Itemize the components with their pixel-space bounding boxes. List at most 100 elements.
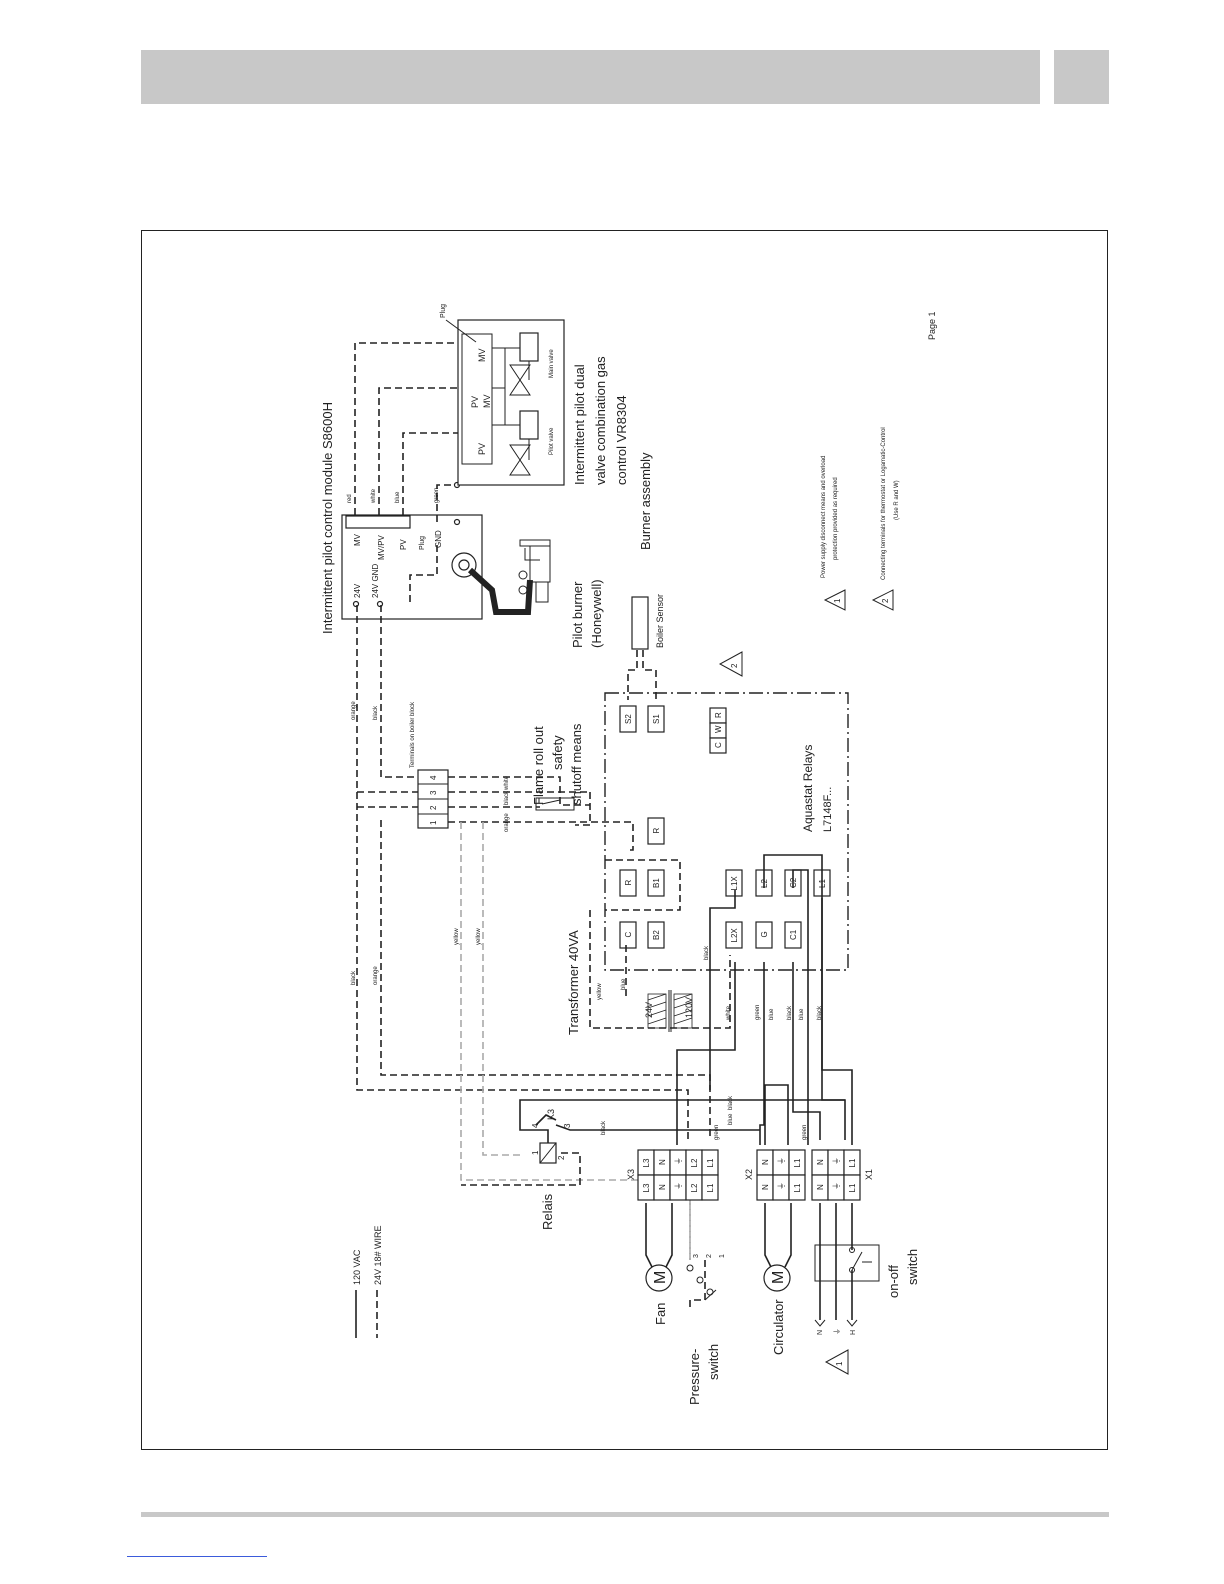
supply-gnd: ⏚ [833,1328,841,1335]
note1-text-1: Power supply disconnect means and overlo… [821,456,827,578]
term-1: 1 [429,820,438,825]
term-2: 2 [429,805,438,810]
fan-motor: M [645,1203,673,1292]
x2-term-2: L1 [793,1158,802,1167]
wire-color-black-3: black [351,970,357,985]
legend: 120 VAC 24V 18# WIRE [352,1225,383,1338]
aquastat-term-s1: S1 [652,714,661,724]
aquastat-term-r: R [652,828,661,834]
circulator-label: Circulator [771,1299,786,1355]
aquastat-model: L7148F... [822,787,834,832]
x2-term-b-1: ⏚ [777,1182,786,1190]
fan-label: Fan [653,1303,668,1325]
wire-color-black-5: black [787,1005,793,1020]
relay-k3-label: K3 [546,1109,556,1120]
aquastat-term-c: C [714,742,723,748]
x2-term-b-2: L1 [793,1183,802,1192]
aquastat-term-r-box [647,817,665,845]
aquastat-term-c-box [619,921,637,949]
onoff-label-1: on-off [886,1265,901,1298]
x3-label: X3 [626,1169,636,1180]
wire-color-green-3: green [802,1125,808,1140]
aquastat-term-l1x-box [725,869,743,897]
gas-valve-title-3: control VR8304 [614,395,629,485]
wire-color-black-2: black [504,790,510,805]
wire-color-orange-3: orange [373,966,379,985]
aquastat-term-s2: S2 [624,714,633,724]
aquastat-term-l1x: L1X [730,876,739,891]
wire-color-yellow-2: yellow [476,928,482,945]
x2-label: X2 [744,1169,754,1180]
note-1: 1 Power supply disconnect means and over… [821,456,846,611]
wire-color-green-1: green [755,1005,761,1020]
wire-color-black-1: black [373,705,379,720]
s8600h-term-24vgnd: 24V GND [371,564,380,598]
plug-label: Plug [440,304,447,318]
flame-rollout-2: safety [550,735,565,770]
aquastat-term-r-box [619,869,637,897]
transformer-120v: 120V [684,997,694,1018]
gas-valve: Plug PV PV MV MV Pilot valve Main valve [440,304,565,486]
x3-term-b-4: L1 [706,1183,715,1192]
aquastat-term-s1-box [647,705,665,733]
wire-color-orange-1: orange [351,701,357,720]
note1-num: 1 [833,598,842,603]
aquastat-term-b1-box [647,869,665,897]
wire-color-red: red [347,494,353,503]
aquastat-term-c1-box [784,921,802,949]
x2-term-b-2-box [788,1174,806,1201]
circulator-motor: M [763,1203,792,1292]
gv-term-mv2: MV [477,349,487,363]
aquastat-term-c-box [709,737,727,754]
aquastat-term-w: W [714,725,723,733]
supply-n: N [817,1330,824,1335]
ps-num-1: 1 [719,1254,726,1258]
wire-color-blue-1: blue [621,978,627,990]
s8600h-term-24v: 24V [353,583,362,598]
gv-term-pv2: PV [470,396,480,408]
fan-motor-symbol: M [652,1271,669,1284]
s8600h-term-pv: PV [399,539,408,550]
transformer [589,910,731,1032]
wire-color-white: white [371,488,377,504]
x3-term-b-0: L3 [642,1183,651,1192]
wire-color-blue-2: blue [769,1008,775,1020]
wire-color-green-2: green [714,1125,720,1140]
footer-link-underline[interactable] [127,1556,267,1557]
note1-text-2: protection provided as required [833,477,839,560]
x3-term-2: ⏚ [674,1157,683,1165]
x1-term-1: ⏚ [832,1157,841,1165]
s8600h-term-gnd: GND [434,530,443,548]
transformer-label: Transformer 40VA [566,930,581,1035]
aquastat-term-l2x-box [725,921,743,949]
pressure-switch-label-1: Pressure- [687,1349,702,1405]
wire-color-white-2: white [504,775,510,791]
x3-term-b-2: ⏚ [674,1182,683,1190]
x1-term-b-2-box [843,1174,861,1201]
boiler-sensor-label: Boiler Sensor [655,594,665,648]
x1-term-b-1: ⏚ [832,1182,841,1190]
diagram-frame [141,230,1108,1450]
relay-num-3: 3 [563,1123,572,1128]
x2-term-1: ⏚ [777,1157,786,1165]
boiler-sensor [631,596,649,650]
s8600h-title: Intermittent pilot control module S8600H [320,402,335,634]
aquastat-term-l2x: L2X [730,928,739,943]
wire-color-black-8: black [728,1095,734,1110]
term-3: 3 [429,790,438,795]
burner-assembly-label: Burner assembly [638,452,653,550]
aquastat-term-g-box [755,921,773,949]
legend-24v: 24V 18# WIRE [373,1225,383,1285]
wire-color-blue: blue [395,491,401,503]
wire-color-yellow-1: yellow [454,928,460,945]
circulator-motor-symbol: M [770,1271,787,1284]
ps-num-3: 3 [693,1254,700,1258]
legend-120vac: 120 VAC [352,1249,362,1285]
term-4: 4 [429,775,438,780]
gv-term-pv1: PV [477,443,487,455]
wire-color-blue-4: blue [728,1113,734,1125]
aquastat-term-r: R [624,880,633,886]
note2-num: 2 [881,598,890,603]
x1-term-b-0: N [816,1184,825,1190]
